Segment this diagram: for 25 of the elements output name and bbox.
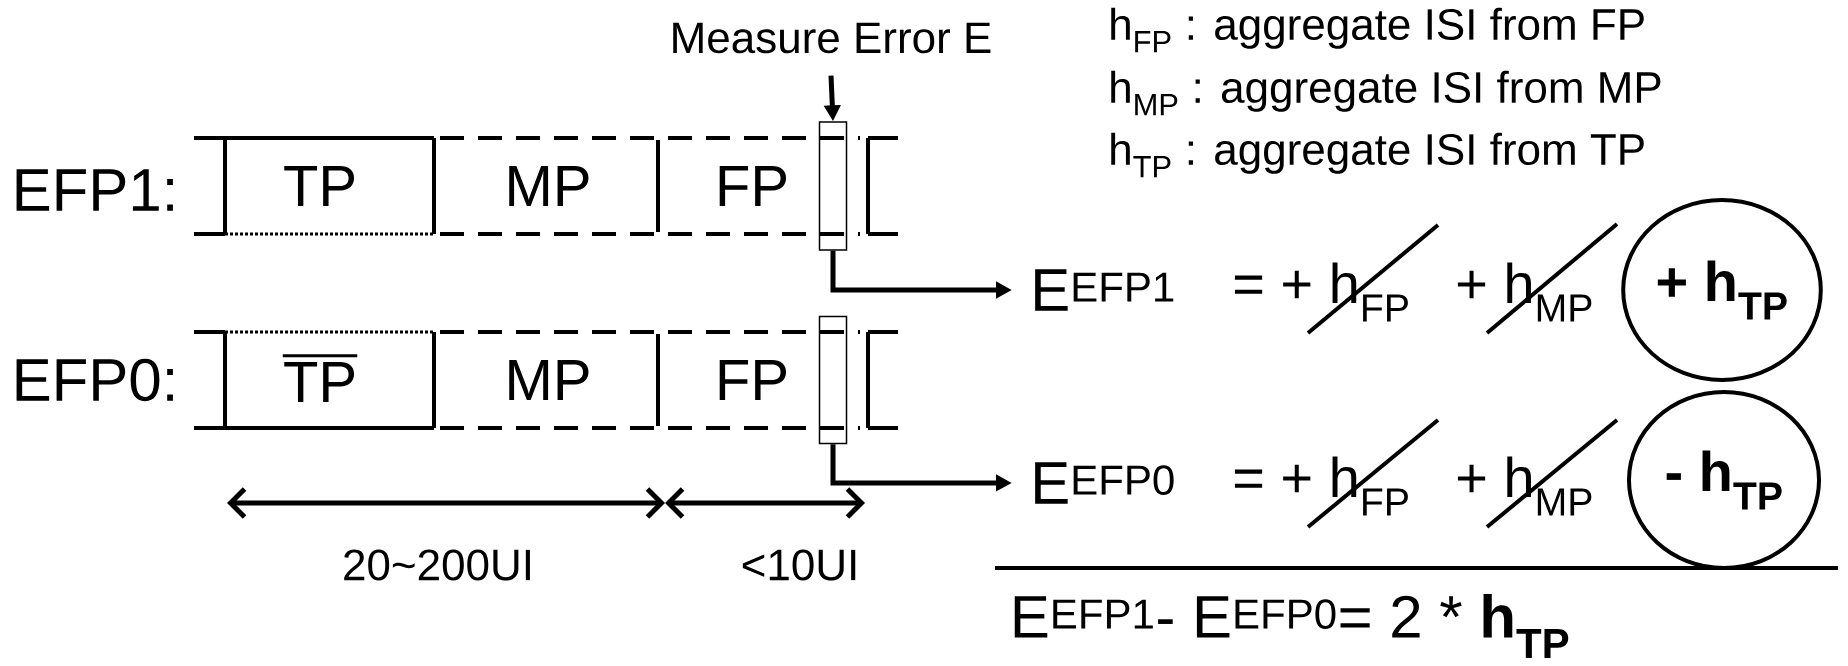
measurement-window [818,121,848,251]
dimension-label: 20~200UI [344,549,530,581]
equation-term: E$^{EFP0}$ [1035,462,1174,504]
callout-text: Measure Error E [673,22,991,54]
segment-label: FP [719,166,786,206]
definition-text: h$_{MP}$ : aggregate ISI from MP [1111,70,1661,116]
row-label: EFP1: [16,169,173,211]
circled-term: - h$_{TP}$ [1627,390,1821,570]
segment-label: MP [509,360,589,400]
segment-label: TP [284,166,355,206]
circled-term: + h$_{TP}$ [1621,198,1823,382]
overlined-label: TP [282,354,358,402]
definition-text: h$_{TP}$ : aggregate ISI from TP [1111,132,1644,178]
equation-term: = + h$_{FP}$ [1234,456,1408,516]
measurement-window [818,315,848,445]
segment-label: FP [719,360,786,400]
equation-term: + h$_{MP}$ [1457,262,1592,322]
segment-label: MP [509,166,589,206]
dimension-label: <10UI [742,549,856,581]
equation-term: E$^{EFP1}$ [1035,269,1174,311]
definition-text: h$_{FP}$ : aggregate ISI from FP [1111,7,1644,53]
row-label: EFP0: [16,358,173,402]
result-equation: E$^{EFP1}$- E$^{EFP0}$= 2 *h$_{TP}$ [1014,594,1569,658]
equation-term: + h$_{MP}$ [1457,456,1592,516]
equation-term: = + h$_{FP}$ [1234,262,1408,322]
